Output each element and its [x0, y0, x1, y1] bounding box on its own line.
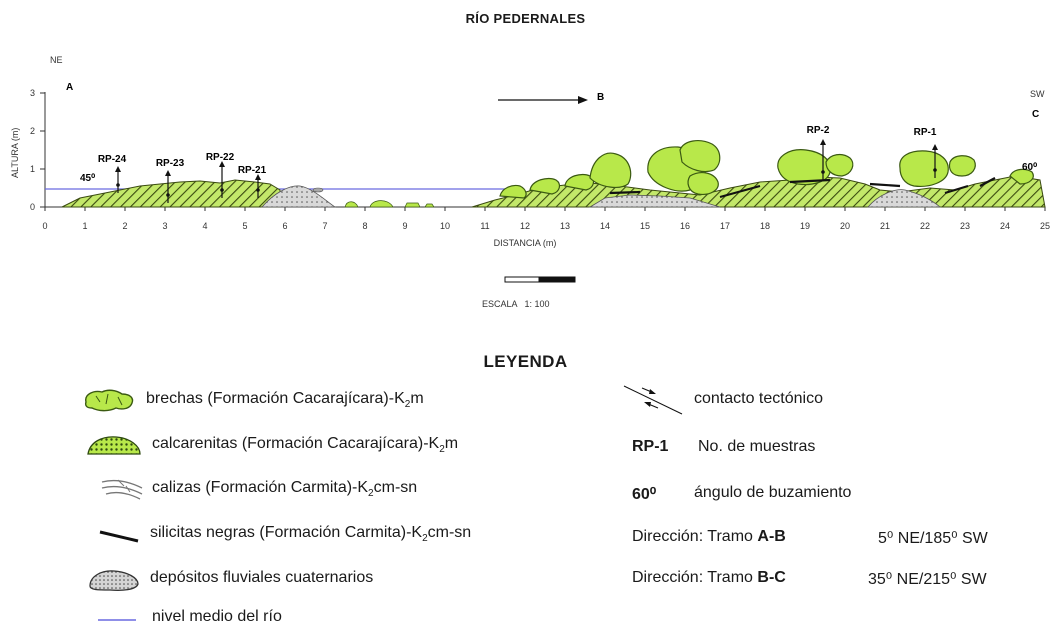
x-tick-label: 15 — [640, 221, 650, 231]
x-tick-label: 7 — [322, 221, 327, 231]
calcarenite-outcrop-right — [471, 175, 1046, 208]
legend-contacto: contacto tectónico — [694, 390, 823, 407]
x-tick-label: 10 — [440, 221, 450, 231]
x-tick-label: 23 — [960, 221, 970, 231]
x-tick-label: 13 — [560, 221, 570, 231]
x-tick-label: 11 — [480, 221, 489, 231]
calcarenite-outcrop-left — [61, 179, 281, 208]
sample-label: RP-2 — [807, 125, 830, 136]
x-tick-label: 20 — [840, 221, 850, 231]
small-blocks — [312, 187, 435, 208]
x-tick-label: 3 — [162, 221, 167, 231]
orient-ne: NE — [50, 55, 63, 65]
sample-marker: RP-22 — [206, 152, 235, 198]
x-tick-label: 5 — [242, 221, 247, 231]
sample-label: RP-1 — [914, 127, 937, 138]
sample-marker: RP-2 — [807, 125, 830, 180]
scale-bar — [504, 276, 576, 283]
legend-direction-bc: Dirección: Tramo B-C — [632, 569, 786, 586]
x-tick-label: 1 — [82, 221, 87, 231]
x-tick-label: 8 — [362, 221, 367, 231]
dip-angle-left: 45⁰ — [80, 173, 95, 184]
direction-arrow — [498, 96, 588, 104]
sample-marker: RP-21 — [238, 165, 267, 198]
legend-angulo-code: 60⁰ — [632, 486, 657, 503]
legend-muestras-text: No. de muestras — [698, 438, 816, 455]
point-b: B — [597, 92, 604, 103]
legend-angulo-text: ángulo de buzamiento — [694, 484, 852, 501]
tectonic-contact-symbol — [623, 385, 683, 415]
legend-depositos: depósitos fluviales cuaternarios — [150, 569, 374, 586]
x-tick-label: 4 — [202, 221, 207, 231]
legend-brechas: brechas (Formación Cacarajícara)-K2m — [146, 390, 424, 411]
sample-marker: RP-1 — [914, 127, 938, 178]
river-level-symbol — [98, 619, 136, 621]
legend-calcarenitas: calcarenitas (Formación Cacarajícara)-K2… — [152, 435, 459, 456]
sample-label: RP-22 — [206, 152, 235, 163]
fluvial-deposit-symbol — [89, 570, 139, 591]
x-tick-label: 2 — [122, 221, 127, 231]
sample-marker: RP-24 — [98, 154, 127, 193]
fluvial-deposit-1 — [261, 185, 337, 208]
point-a: A — [66, 82, 73, 93]
x-tick-label: 12 — [520, 221, 530, 231]
orient-sw: SW — [1030, 89, 1045, 99]
breccia-symbol — [84, 389, 134, 412]
limestone-symbol — [101, 479, 143, 500]
y-tick-label: 1 — [30, 164, 35, 174]
y-tick-label: 0 — [30, 202, 35, 212]
legend-silicitas: silicitas negras (Formación Carmita)-K2c… — [150, 524, 472, 545]
sample-label: RP-24 — [98, 154, 127, 165]
breccia-boulders — [499, 140, 1034, 199]
legend-nivel: nivel medio del río — [152, 608, 282, 625]
legend-muestras-code: RP-1 — [632, 438, 669, 455]
sample-marker: RP-23 — [156, 158, 185, 203]
x-tick-label: 14 — [600, 221, 610, 231]
x-tick-label: 18 — [760, 221, 770, 231]
calcarenite-symbol — [87, 436, 141, 455]
legend-direction-ab-value: 5⁰ NE/185⁰ SW — [878, 530, 988, 547]
x-tick-label: 24 — [1000, 221, 1010, 231]
scale-label: ESCALA 1: 100 — [482, 299, 550, 309]
x-tick-label: 25 — [1040, 221, 1050, 231]
x-tick-label: 17 — [720, 221, 730, 231]
dip-angle-right: 60⁰ — [1022, 162, 1037, 173]
legend-title: LEYENDA — [483, 352, 568, 371]
chert-lines — [609, 177, 996, 199]
legend-direction-bc-value: 35⁰ NE/215⁰ SW — [868, 571, 987, 588]
legend-calizas: calizas (Formación Carmita)-K2cm-sn — [152, 479, 418, 500]
x-tick-label: 0 — [42, 221, 47, 231]
sample-label: RP-23 — [156, 158, 185, 169]
fluvial-deposit-3 — [867, 189, 942, 208]
y-tick-label: 3 — [30, 88, 35, 98]
x-tick-label: 6 — [282, 221, 287, 231]
sample-label: RP-21 — [238, 165, 267, 176]
x-tick-label: 22 — [920, 221, 930, 231]
legend-direction-ab: Dirección: Tramo A-B — [632, 528, 786, 545]
fluvial-deposit-2 — [588, 194, 721, 208]
x-tick-label: 21 — [880, 221, 890, 231]
x-axis-label: DISTANCIA (m) — [494, 238, 557, 248]
x-tick-label: 19 — [800, 221, 810, 231]
x-tick-label: 16 — [680, 221, 690, 231]
x-tick-label: 9 — [402, 221, 407, 231]
point-c: C — [1032, 109, 1039, 120]
y-tick-label: 2 — [30, 126, 35, 136]
y-axis-label: ALTURA (m) — [10, 128, 20, 178]
chert-symbol — [99, 530, 139, 543]
diagram-title: RÍO PEDERNALES — [465, 11, 586, 26]
